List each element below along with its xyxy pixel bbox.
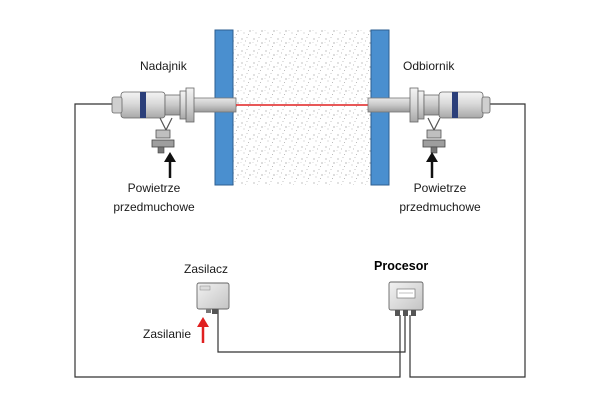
cabling bbox=[74, 103, 526, 378]
receiver-cable bbox=[409, 103, 526, 378]
purge-air-label-right: Powietrze przedmuchowe bbox=[388, 181, 492, 215]
purge-air-right-line1: Powietrze bbox=[413, 181, 467, 195]
transmitter-cable bbox=[74, 103, 401, 378]
processor-box-icon bbox=[388, 281, 424, 316]
power-input-label: Zasilanie bbox=[143, 327, 192, 341]
receiver-label: Odbiornik bbox=[403, 59, 455, 73]
receiver-probe-icon bbox=[367, 87, 491, 154]
purge-air-label-left: Powietrze przedmuchowe bbox=[102, 181, 206, 215]
purge-air-arrow-left bbox=[164, 152, 176, 178]
duct-interior bbox=[233, 30, 371, 185]
purge-air-left-line2: przedmuchowe bbox=[113, 200, 195, 214]
processor-label: Procesor bbox=[374, 259, 429, 273]
purge-air-left-line1: Powietrze bbox=[127, 181, 181, 195]
junction-box-icon bbox=[196, 282, 230, 314]
purge-air-right-line2: przedmuchowe bbox=[399, 200, 481, 214]
power-supply-label: Zasilacz bbox=[184, 262, 229, 276]
power-input-arrow bbox=[197, 317, 209, 343]
transmitter-label: Nadajnik bbox=[140, 59, 187, 73]
purge-air-arrow-right bbox=[426, 152, 438, 178]
power-supply-cable bbox=[217, 305, 406, 353]
